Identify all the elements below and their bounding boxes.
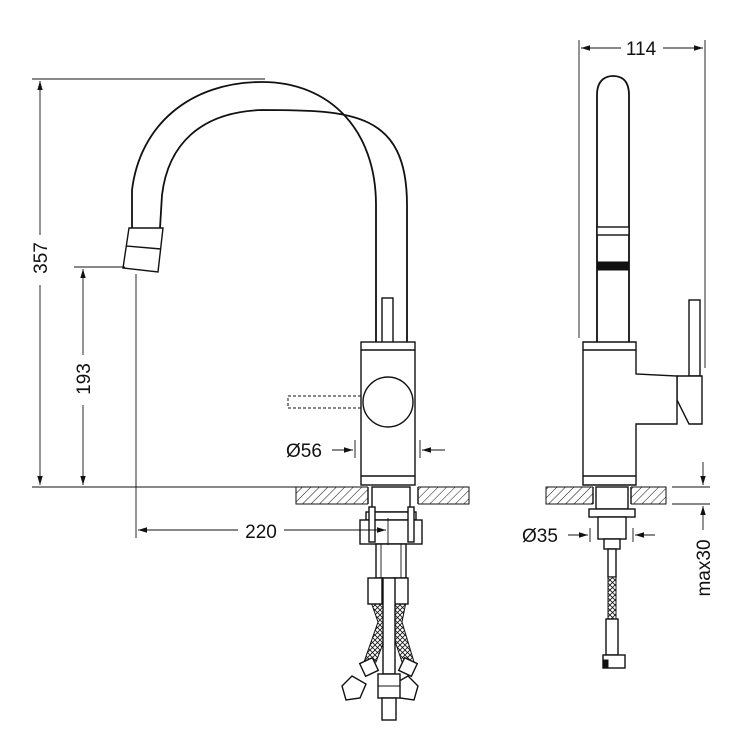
reach-label: 220 xyxy=(245,522,277,543)
spout-height-label: 193 xyxy=(74,363,95,395)
supply-hose-side xyxy=(602,548,626,669)
mounting-shank-front xyxy=(359,486,423,579)
mounting-shank-side xyxy=(588,486,636,550)
hole-diameter-label: Ø35 xyxy=(522,526,558,547)
front-view xyxy=(122,81,470,721)
base-diameter-label: Ø56 xyxy=(286,441,322,462)
faucet-body-side xyxy=(582,341,678,486)
side-view xyxy=(545,75,703,669)
depth-label: 114 xyxy=(626,39,657,60)
spout-side xyxy=(596,75,630,342)
spout-front xyxy=(122,81,408,342)
total-height-label: 357 xyxy=(31,242,52,274)
max-thickness-label: max30 xyxy=(694,539,715,596)
faucet-body-front xyxy=(287,341,416,486)
supply-hoses-front xyxy=(341,577,419,721)
handle-lever-side xyxy=(676,299,703,425)
